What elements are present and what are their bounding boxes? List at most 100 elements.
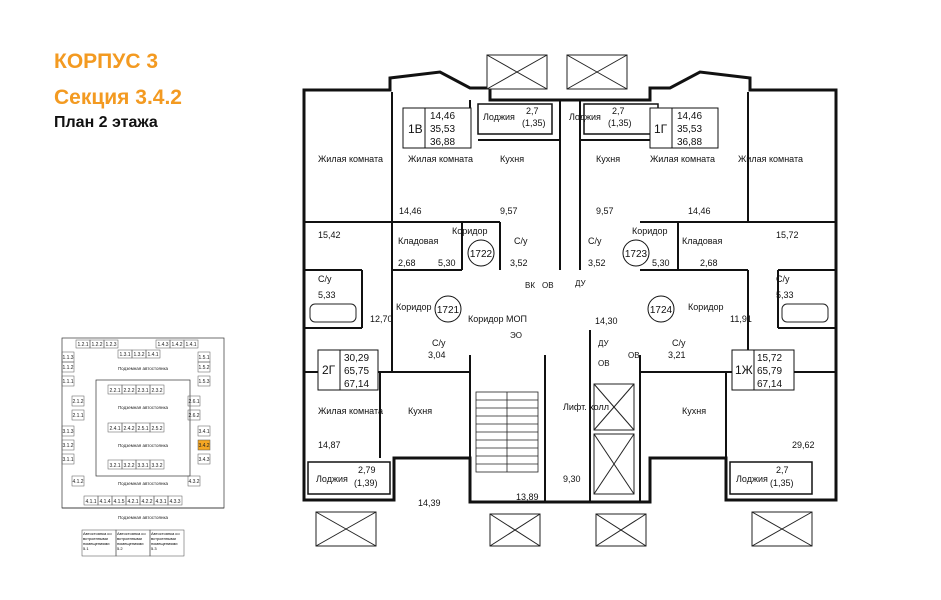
svg-text:15,42: 15,42 bbox=[318, 230, 341, 240]
kp-cell: 1.2.3 bbox=[105, 342, 116, 348]
svg-text:Коридор: Коридор bbox=[396, 302, 432, 312]
svg-text:Лоджия: Лоджия bbox=[316, 474, 348, 484]
svg-text:(1,39): (1,39) bbox=[354, 478, 378, 488]
svg-text:14,87: 14,87 bbox=[318, 440, 341, 450]
kp-cell: 1.3.2 bbox=[133, 352, 144, 358]
svg-text:ВК: ВК bbox=[525, 281, 535, 290]
room-labels: Жилая комната Жилая комната Жилая комнат… bbox=[318, 154, 803, 416]
svg-text:3,21: 3,21 bbox=[668, 350, 686, 360]
room-number: 1721 bbox=[437, 305, 460, 316]
svg-text:14,46: 14,46 bbox=[430, 111, 455, 122]
svg-text:С/у: С/у bbox=[432, 338, 446, 348]
svg-text:Лоджия: Лоджия bbox=[483, 112, 515, 122]
svg-text:С/у: С/у bbox=[318, 274, 332, 284]
svg-text:Лоджия: Лоджия bbox=[736, 474, 768, 484]
kp-inner-rows: 2.2.1 2.2.2 2.3.1 2.3.2 2.4.1 2.4.2 2.5.… bbox=[107, 384, 165, 470]
svg-text:4.3.3: 4.3.3 bbox=[169, 499, 180, 505]
bathtubs bbox=[309, 303, 829, 323]
svg-text:2.5.1: 2.5.1 bbox=[137, 426, 148, 432]
kp-cell: 1.3.1 bbox=[119, 352, 130, 358]
kp-cell: 1.5.2 bbox=[198, 365, 209, 371]
svg-text:Подземная автостоянка: Подземная автостоянка bbox=[118, 515, 169, 520]
kp-bottom-row: 4.1.1 4.1.4 4.1.5 4.2.1 4.2.2 4.3.1 4.3.… bbox=[83, 495, 183, 506]
kp-top-row: 1.2.1 1.2.2 1.2.3 1.4.3 1.4.2 1.4.1 1.3.… bbox=[75, 339, 199, 359]
svg-text:Коридор: Коридор bbox=[688, 302, 724, 312]
interior-walls bbox=[304, 92, 836, 502]
kp-cell: 2.1.2 bbox=[72, 399, 83, 405]
key-plan-outline bbox=[61, 337, 225, 509]
svg-text:Лоджия: Лоджия bbox=[569, 112, 601, 122]
kp-cell: 4.1.2 bbox=[72, 479, 83, 485]
kp-cell: 1.1.2 bbox=[62, 365, 73, 371]
bottom-windows bbox=[315, 511, 813, 547]
svg-text:2.3.2: 2.3.2 bbox=[151, 388, 162, 394]
svg-text:Подземная автостоянка: Подземная автостоянка bbox=[118, 481, 169, 486]
apt-id: 1Ж bbox=[735, 363, 753, 377]
kp-cell: 3.4.3 bbox=[198, 457, 209, 463]
kp-cell: 1.4.3 bbox=[157, 342, 168, 348]
svg-text:2.4.1: 2.4.1 bbox=[109, 426, 120, 432]
svg-text:2,68: 2,68 bbox=[700, 258, 718, 268]
svg-text:4.1.5: 4.1.5 bbox=[113, 499, 124, 505]
kp-yard-labels: Подземная автостоянка Подземная автостоя… bbox=[118, 366, 169, 520]
svg-text:Кухня: Кухня bbox=[408, 406, 432, 416]
svg-text:15,72: 15,72 bbox=[776, 230, 799, 240]
svg-text:5,33: 5,33 bbox=[318, 290, 336, 300]
kp-cell: 3.1.1 bbox=[62, 457, 73, 463]
svg-text:14,46: 14,46 bbox=[399, 206, 422, 216]
svg-text:Жилая комната: Жилая комната bbox=[318, 406, 383, 416]
svg-text:4.2.2: 4.2.2 bbox=[141, 499, 152, 505]
svg-text:Кухня: Кухня bbox=[682, 406, 706, 416]
svg-text:3.3.1: 3.3.1 bbox=[137, 463, 148, 469]
kp-cell: 1.2.1 bbox=[77, 342, 88, 348]
svg-text:5,30: 5,30 bbox=[438, 258, 456, 268]
svg-text:5,30: 5,30 bbox=[652, 258, 670, 268]
svg-text:30,29: 30,29 bbox=[344, 353, 369, 364]
lifts bbox=[593, 383, 635, 495]
room-number: 1724 bbox=[650, 305, 673, 316]
svg-text:2.4.2: 2.4.2 bbox=[123, 426, 134, 432]
svg-text:14,30: 14,30 bbox=[595, 316, 618, 326]
svg-text:С/у: С/у bbox=[776, 274, 790, 284]
kp-cell: 3.1.3 bbox=[62, 429, 73, 435]
svg-text:4.1.1: 4.1.1 bbox=[85, 499, 96, 505]
svg-text:ДУ: ДУ bbox=[598, 339, 610, 348]
svg-text:Кухня: Кухня bbox=[500, 154, 524, 164]
apt-id: 1В bbox=[408, 122, 423, 136]
svg-text:2,68: 2,68 bbox=[398, 258, 416, 268]
svg-text:9,57: 9,57 bbox=[596, 206, 614, 216]
svg-text:2,7: 2,7 bbox=[776, 465, 789, 475]
svg-text:4.3.1: 4.3.1 bbox=[155, 499, 166, 505]
svg-text:14,46: 14,46 bbox=[688, 206, 711, 216]
svg-text:35,53: 35,53 bbox=[430, 124, 455, 135]
kp-cell: 1.2.2 bbox=[91, 342, 102, 348]
svg-text:С/у: С/у bbox=[588, 236, 602, 246]
building-title: КОРПУС 3 bbox=[54, 50, 158, 73]
svg-text:2,7: 2,7 bbox=[526, 106, 539, 116]
svg-text:2,79: 2,79 bbox=[358, 465, 376, 475]
svg-text:4.1.4: 4.1.4 bbox=[99, 499, 110, 505]
svg-text:Лифт. холл: Лифт. холл bbox=[563, 402, 609, 412]
apt-id: 2Г bbox=[322, 363, 336, 377]
svg-text:67,14: 67,14 bbox=[344, 379, 369, 390]
kp-cell: 1.4.1 bbox=[147, 352, 158, 358]
svg-text:14,39: 14,39 bbox=[418, 498, 441, 508]
svg-text:13,89: 13,89 bbox=[516, 492, 539, 502]
svg-text:Подземная автостоянка: Подземная автостоянка bbox=[118, 366, 169, 371]
svg-text:3,52: 3,52 bbox=[510, 258, 528, 268]
svg-text:29,62: 29,62 bbox=[792, 440, 815, 450]
svg-text:ОВ: ОВ bbox=[542, 281, 554, 290]
svg-text:Жилая комната: Жилая комната bbox=[650, 154, 715, 164]
svg-text:Кладовая: Кладовая bbox=[398, 236, 438, 246]
floor-title: План 2 этажа bbox=[54, 114, 158, 131]
svg-text:Коридор МОП: Коридор МОП bbox=[468, 314, 527, 324]
top-windows bbox=[486, 54, 628, 90]
svg-text:Коридор: Коридор bbox=[632, 226, 668, 236]
svg-text:67,14: 67,14 bbox=[757, 379, 782, 390]
kp-cell: 1.1.3 bbox=[62, 355, 73, 361]
svg-text:С/у: С/у bbox=[514, 236, 528, 246]
kp-cell: 1.4.2 bbox=[171, 342, 182, 348]
svg-text:2,7: 2,7 bbox=[612, 106, 625, 116]
